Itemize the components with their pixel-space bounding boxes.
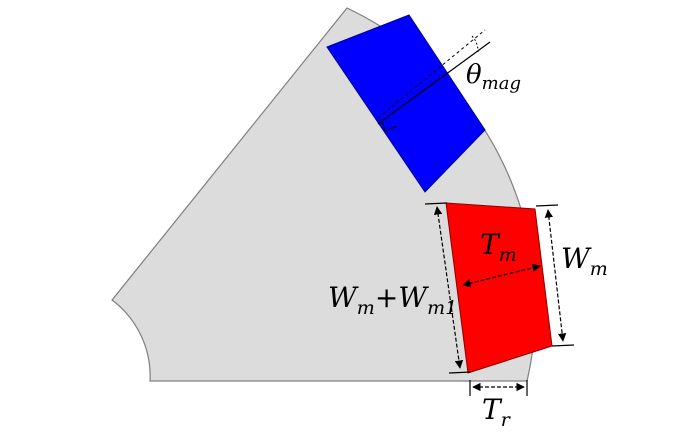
- angle-arc: [471, 35, 479, 53]
- w-m-sub: m: [590, 258, 608, 280]
- w-m-plus-plus: +W: [375, 281, 429, 314]
- w-m-plus-w-m1-label: Wm+Wm1: [328, 281, 457, 319]
- w-m-plus-sub1: m: [357, 297, 375, 319]
- t-m-main: T: [480, 228, 501, 261]
- theta-mag-sub: mag: [482, 73, 521, 94]
- t-r-main: T: [482, 393, 503, 426]
- w-m-dimension-arrow: [544, 209, 567, 342]
- reference-dashed-line: [377, 29, 486, 119]
- t-m-label: Tm: [480, 228, 517, 266]
- w-m-tick-top: [535, 204, 559, 207]
- w-m-main: W: [561, 242, 592, 275]
- w-m-label: Wm: [561, 242, 608, 280]
- right-angle-mark: [381, 119, 398, 132]
- w-m-w-m1-tick-top: [424, 202, 448, 205]
- w-m-plus-sub2: m1: [427, 297, 457, 319]
- t-m-sub: m: [499, 244, 517, 266]
- t-m-dimension-arrow: [462, 263, 541, 288]
- theta-mag-label: θmag: [466, 60, 521, 94]
- theta-mag-main: θ: [466, 60, 482, 90]
- w-m-w-m1-dimension-arrow: [433, 206, 464, 369]
- w-m-tick-bottom: [551, 344, 575, 347]
- w-m-w-m1-tick-bottom: [448, 371, 472, 374]
- w-m-plus-main1: W: [328, 281, 359, 314]
- t-r-label: Tr: [482, 393, 512, 431]
- magnetization-axis-line: [377, 41, 491, 125]
- t-r-sub: r: [501, 409, 512, 431]
